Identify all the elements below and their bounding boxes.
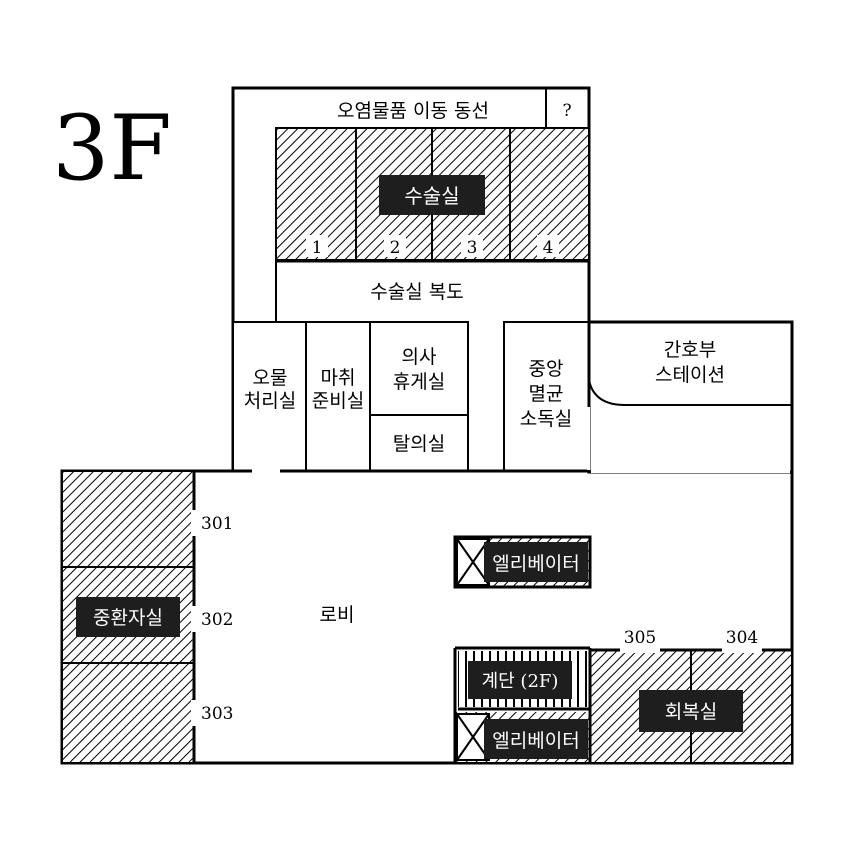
anesthesia-room-label-2: 준비실 [312,390,364,412]
doctor-lounge [369,321,469,416]
central-sterilization-label-3: 소독실 [520,408,572,430]
or-number-4-bg [537,235,559,257]
room-302-label: 302 [201,610,233,630]
changing-room [369,414,469,472]
floor-title: 3F [52,96,172,201]
central-sterilization-label-1: 중앙 [529,358,564,380]
doctor-lounge-label-2: 휴게실 [393,371,445,393]
room-301-label: 301 [201,514,233,534]
waste-room-label-1: 오물 [253,367,288,389]
icu-door-301 [191,510,198,536]
recovery-room-label: 회복실 [665,701,717,723]
unknown-room-label: ? [562,101,571,121]
or-number-4: 4 [543,238,554,258]
lobby-label: 로비 [320,604,355,626]
elevator-lower [456,712,590,762]
operating-room-label: 수술실 [404,184,459,208]
elevator-label-1: 엘리베이터 [492,553,579,575]
or-number-3-bg [461,235,483,257]
or-corridor-label: 수술실 복도 [370,281,463,303]
room-305-label: 305 [624,628,656,648]
recovery-door-305 [620,647,660,653]
nurse-station-label-2: 스테이션 [655,364,725,386]
or-number-1-bg [306,235,328,257]
operating-room-tag [379,175,485,215]
icu-label: 중환자실 [93,607,163,629]
room-303-label: 303 [201,704,233,724]
lobby-connection [591,469,790,473]
icu-door-302 [191,606,198,632]
icu-tag [76,597,180,637]
or-number-3: 3 [467,238,478,258]
stairs-label: 계단 (2F) [482,671,559,692]
doctor-lounge-label-1: 의사 [402,346,437,368]
or-number-1: 1 [312,238,323,258]
recovery-door-304 [722,647,762,653]
or-number-2-bg [384,235,406,257]
room-304-label: 304 [726,628,758,648]
central-sterilization-room [503,321,590,472]
waste-room-door [252,468,280,474]
icu-door-303 [191,700,198,726]
elevator-label-2: 엘리베이터 [492,730,579,752]
anesthesia-room-label-1: 마취 [321,367,356,389]
nurse-station-block [587,320,794,474]
recovery-room-tag [639,690,743,732]
nurse-station-opening [587,407,590,470]
contaminated-route-label: 오염물품 이동 동선 [337,100,489,122]
elevator-lobby [453,535,592,589]
waste-room-label-2: 처리실 [244,390,296,412]
or-number-2: 2 [390,238,401,258]
stairs-tag [468,661,572,699]
nurse-station-label-1: 간호부 [664,339,716,361]
changing-room-label: 탈의실 [393,433,445,455]
nurse-station-counter [588,379,792,406]
central-sterilization-label-2: 멸균 [529,383,564,405]
